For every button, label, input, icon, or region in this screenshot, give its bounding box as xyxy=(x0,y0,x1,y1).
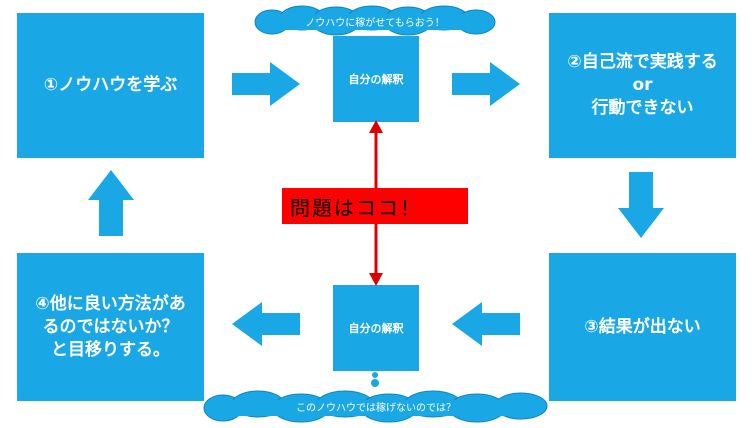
up-arrow xyxy=(88,170,134,236)
step4-box: ④他に良い方法があ るのではないか？ と目移りする。 xyxy=(17,253,204,401)
step3-text: ③結果が出ない xyxy=(584,316,701,337)
step2-line3: 行動できない xyxy=(591,98,694,118)
step4-line3: と目移りする。 xyxy=(51,339,170,360)
interpretation-top-label: 自分の解釈 xyxy=(348,73,404,86)
right-arrow-2 xyxy=(452,62,520,106)
cloud-bottom-text: このノウハウでは稼げないのでは？ xyxy=(296,403,456,414)
step4-line2: るのではないか？ xyxy=(42,316,179,337)
left-arrow-2 xyxy=(232,302,300,346)
step2-line1: ②自己流で実践する xyxy=(567,52,718,72)
step2-box: ②自己流で実践する or 行動できない xyxy=(549,13,736,158)
step3-box: ③結果が出ない xyxy=(549,253,736,401)
down-arrow xyxy=(618,172,664,238)
step2-line2: or xyxy=(632,75,653,95)
interpretation-box-bottom: 自分の解釈 xyxy=(333,285,419,371)
step1-text: ①ノウハウを学ぶ xyxy=(43,75,178,95)
right-arrow-1 xyxy=(232,62,300,106)
thought-bubbles xyxy=(371,365,379,387)
interpretation-bottom-label: 自分の解釈 xyxy=(348,322,404,335)
step4-line1: ④他に良い方法があ xyxy=(35,293,186,314)
problem-text: 問題はココ！ xyxy=(290,195,422,220)
problem-label: 問題はココ！ xyxy=(282,188,468,224)
cloud-top-text: ノウハウに稼がせてもらおう！ xyxy=(305,18,445,29)
cloud-bottom-shape xyxy=(203,390,548,423)
cloud-top-shape xyxy=(254,5,496,36)
left-arrow-1 xyxy=(452,302,520,346)
step1-box: ①ノウハウを学ぶ xyxy=(17,13,204,158)
interpretation-box-top: 自分の解釈 xyxy=(333,36,419,122)
